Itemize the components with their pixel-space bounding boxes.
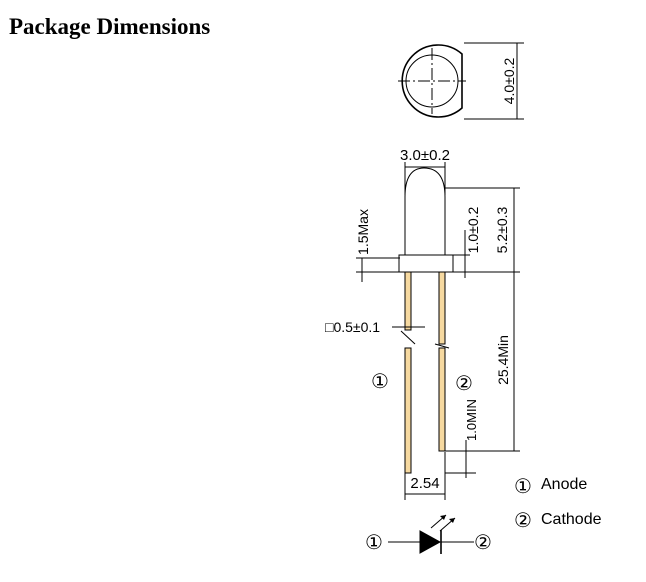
led-diode-symbol-icon [419, 530, 442, 554]
lead-2-break-mark [434, 343, 450, 349]
flange-max-label: 1.5Max [355, 209, 371, 255]
symbol-pin-1-marker: ① [365, 532, 383, 554]
lead-square-dimension: □0.5±0.1 [325, 319, 425, 335]
top-view-outer-outline [401, 44, 463, 118]
lead-1-lower [404, 347, 412, 474]
top-diameter-label: 4.0±0.2 [501, 57, 517, 104]
lead-1-break-mark [400, 330, 416, 345]
lead-length-label: 25.4Min [495, 335, 511, 385]
pin-legend: ① Anode ② Cathode [514, 476, 602, 532]
page-title: Package Dimensions [9, 14, 211, 39]
lead-2-upper [438, 271, 446, 345]
pin-2-lead-marker: ② [455, 373, 473, 395]
symbol-pin-2-marker: ② [474, 532, 492, 554]
light-emission-arrows-icon [430, 514, 456, 532]
flange-height-label: 1.0±0.2 [465, 206, 481, 253]
lead-gap-label: 1.0MIN [464, 399, 479, 441]
lead-square-label: □0.5±0.1 [325, 319, 380, 335]
lead-pitch-label: 2.54 [410, 475, 439, 492]
body-height-label: 5.2±0.3 [494, 206, 510, 253]
lead-pitch-dimension: 2.54 [404, 452, 446, 500]
leads [400, 271, 450, 474]
lens-width-dimension: 3.0±0.2 [400, 147, 450, 195]
led-body [398, 167, 454, 273]
legend-pin-2-name: Cathode [541, 511, 602, 528]
pin-1-lead-marker: ① [371, 371, 389, 393]
height-dimensions: 1.0±0.2 5.2±0.3 [445, 187, 520, 278]
lead-2-lower [438, 347, 446, 452]
flange-max-dimension: 1.5Max [355, 209, 400, 282]
legend-pin-2-marker: ② [514, 510, 532, 532]
led-symbol: ① ② [365, 514, 492, 554]
led-lens-outline [404, 167, 446, 255]
led-flange [398, 254, 454, 273]
lead-1-upper [404, 271, 412, 331]
top-view: 4.0±0.2 [398, 42, 524, 120]
lead-gap-dimension: 1.0MIN [445, 399, 479, 478]
legend-pin-1-name: Anode [541, 476, 587, 493]
lens-width-label: 3.0±0.2 [400, 147, 450, 164]
legend-pin-1-marker: ① [514, 476, 532, 498]
lead-length-dimension: 25.4Min [445, 271, 520, 452]
